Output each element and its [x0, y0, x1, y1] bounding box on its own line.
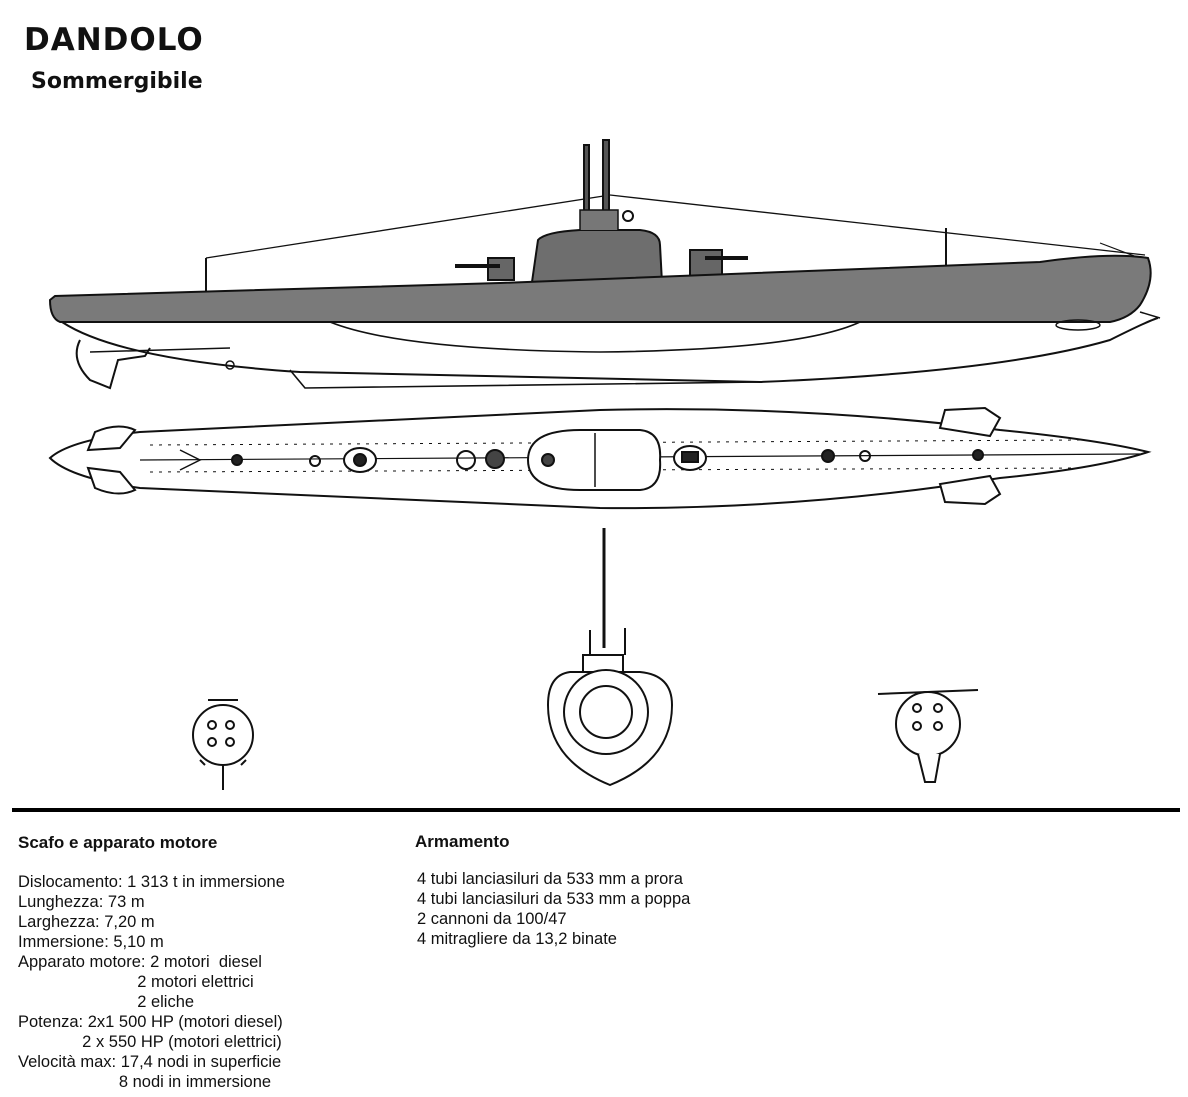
fwd-deck-gun [689, 249, 748, 277]
armament-list: 4 tubi lanciasiluri da 533 mm a prora 4 … [417, 869, 690, 949]
side-profile-view [48, 139, 1161, 390]
section-divider [12, 808, 1180, 812]
deck-casing [48, 254, 1152, 323]
ship-type: Sommergibile [31, 69, 203, 94]
spec-line: 8 nodi in immersione [18, 1073, 272, 1091]
antenna-wire-fwd [609, 194, 1146, 256]
spec-line: Lunghezza: 73 m [18, 893, 145, 911]
spec-line: 2 motori elettrici [18, 973, 254, 991]
armament-line: 4 tubi lanciasiluri da 533 mm a poppa [417, 890, 691, 908]
specs-list: Dislocamento: 1 313 t in immersione Lung… [18, 872, 285, 1092]
specs-heading: Scafo e apparato motore [18, 833, 218, 852]
stern-section-view [192, 699, 254, 790]
spec-line: 2 x 550 HP (motori elettrici) [18, 1033, 282, 1051]
aft-deck-gun [455, 257, 515, 281]
lower-hull [61, 317, 1159, 384]
spec-line: Velocità max: 17,4 nodi in superficie [18, 1053, 282, 1071]
plan-conning-tower [526, 429, 662, 491]
armament-line: 4 tubi lanciasiluri da 533 mm a prora [417, 870, 683, 888]
bow-planes-top [938, 406, 1002, 438]
armament-heading: Armamento [415, 832, 510, 851]
antenna-wire-aft [205, 194, 611, 259]
stern-gear [75, 339, 151, 390]
ship-name: DANDOLO [24, 22, 204, 58]
ring-buoy [622, 210, 634, 222]
conning-tower [530, 229, 664, 285]
spec-line: Apparato motore: 2 motori diesel [18, 953, 262, 971]
midship-section-view [546, 528, 674, 787]
top-plan-view [48, 406, 1152, 510]
stern-planes-top [86, 425, 137, 452]
armament-line: 4 mitragliere da 13,2 binate [417, 930, 617, 948]
spec-line: 2 eliche [18, 993, 195, 1011]
stern-planes-bottom [86, 466, 137, 495]
spec-line: Dislocamento: 1 313 t in immersione [18, 873, 285, 891]
armament-line: 2 cannoni da 100/47 [417, 910, 567, 928]
spec-line: Larghezza: 7,20 m [18, 913, 155, 931]
spec-line: Immersione: 5,10 m [18, 933, 164, 951]
spec-line: Potenza: 2x1 500 HP (motori diesel) [18, 1013, 283, 1031]
bow-planes-bottom [938, 474, 1002, 506]
bow-section-view [877, 689, 979, 783]
